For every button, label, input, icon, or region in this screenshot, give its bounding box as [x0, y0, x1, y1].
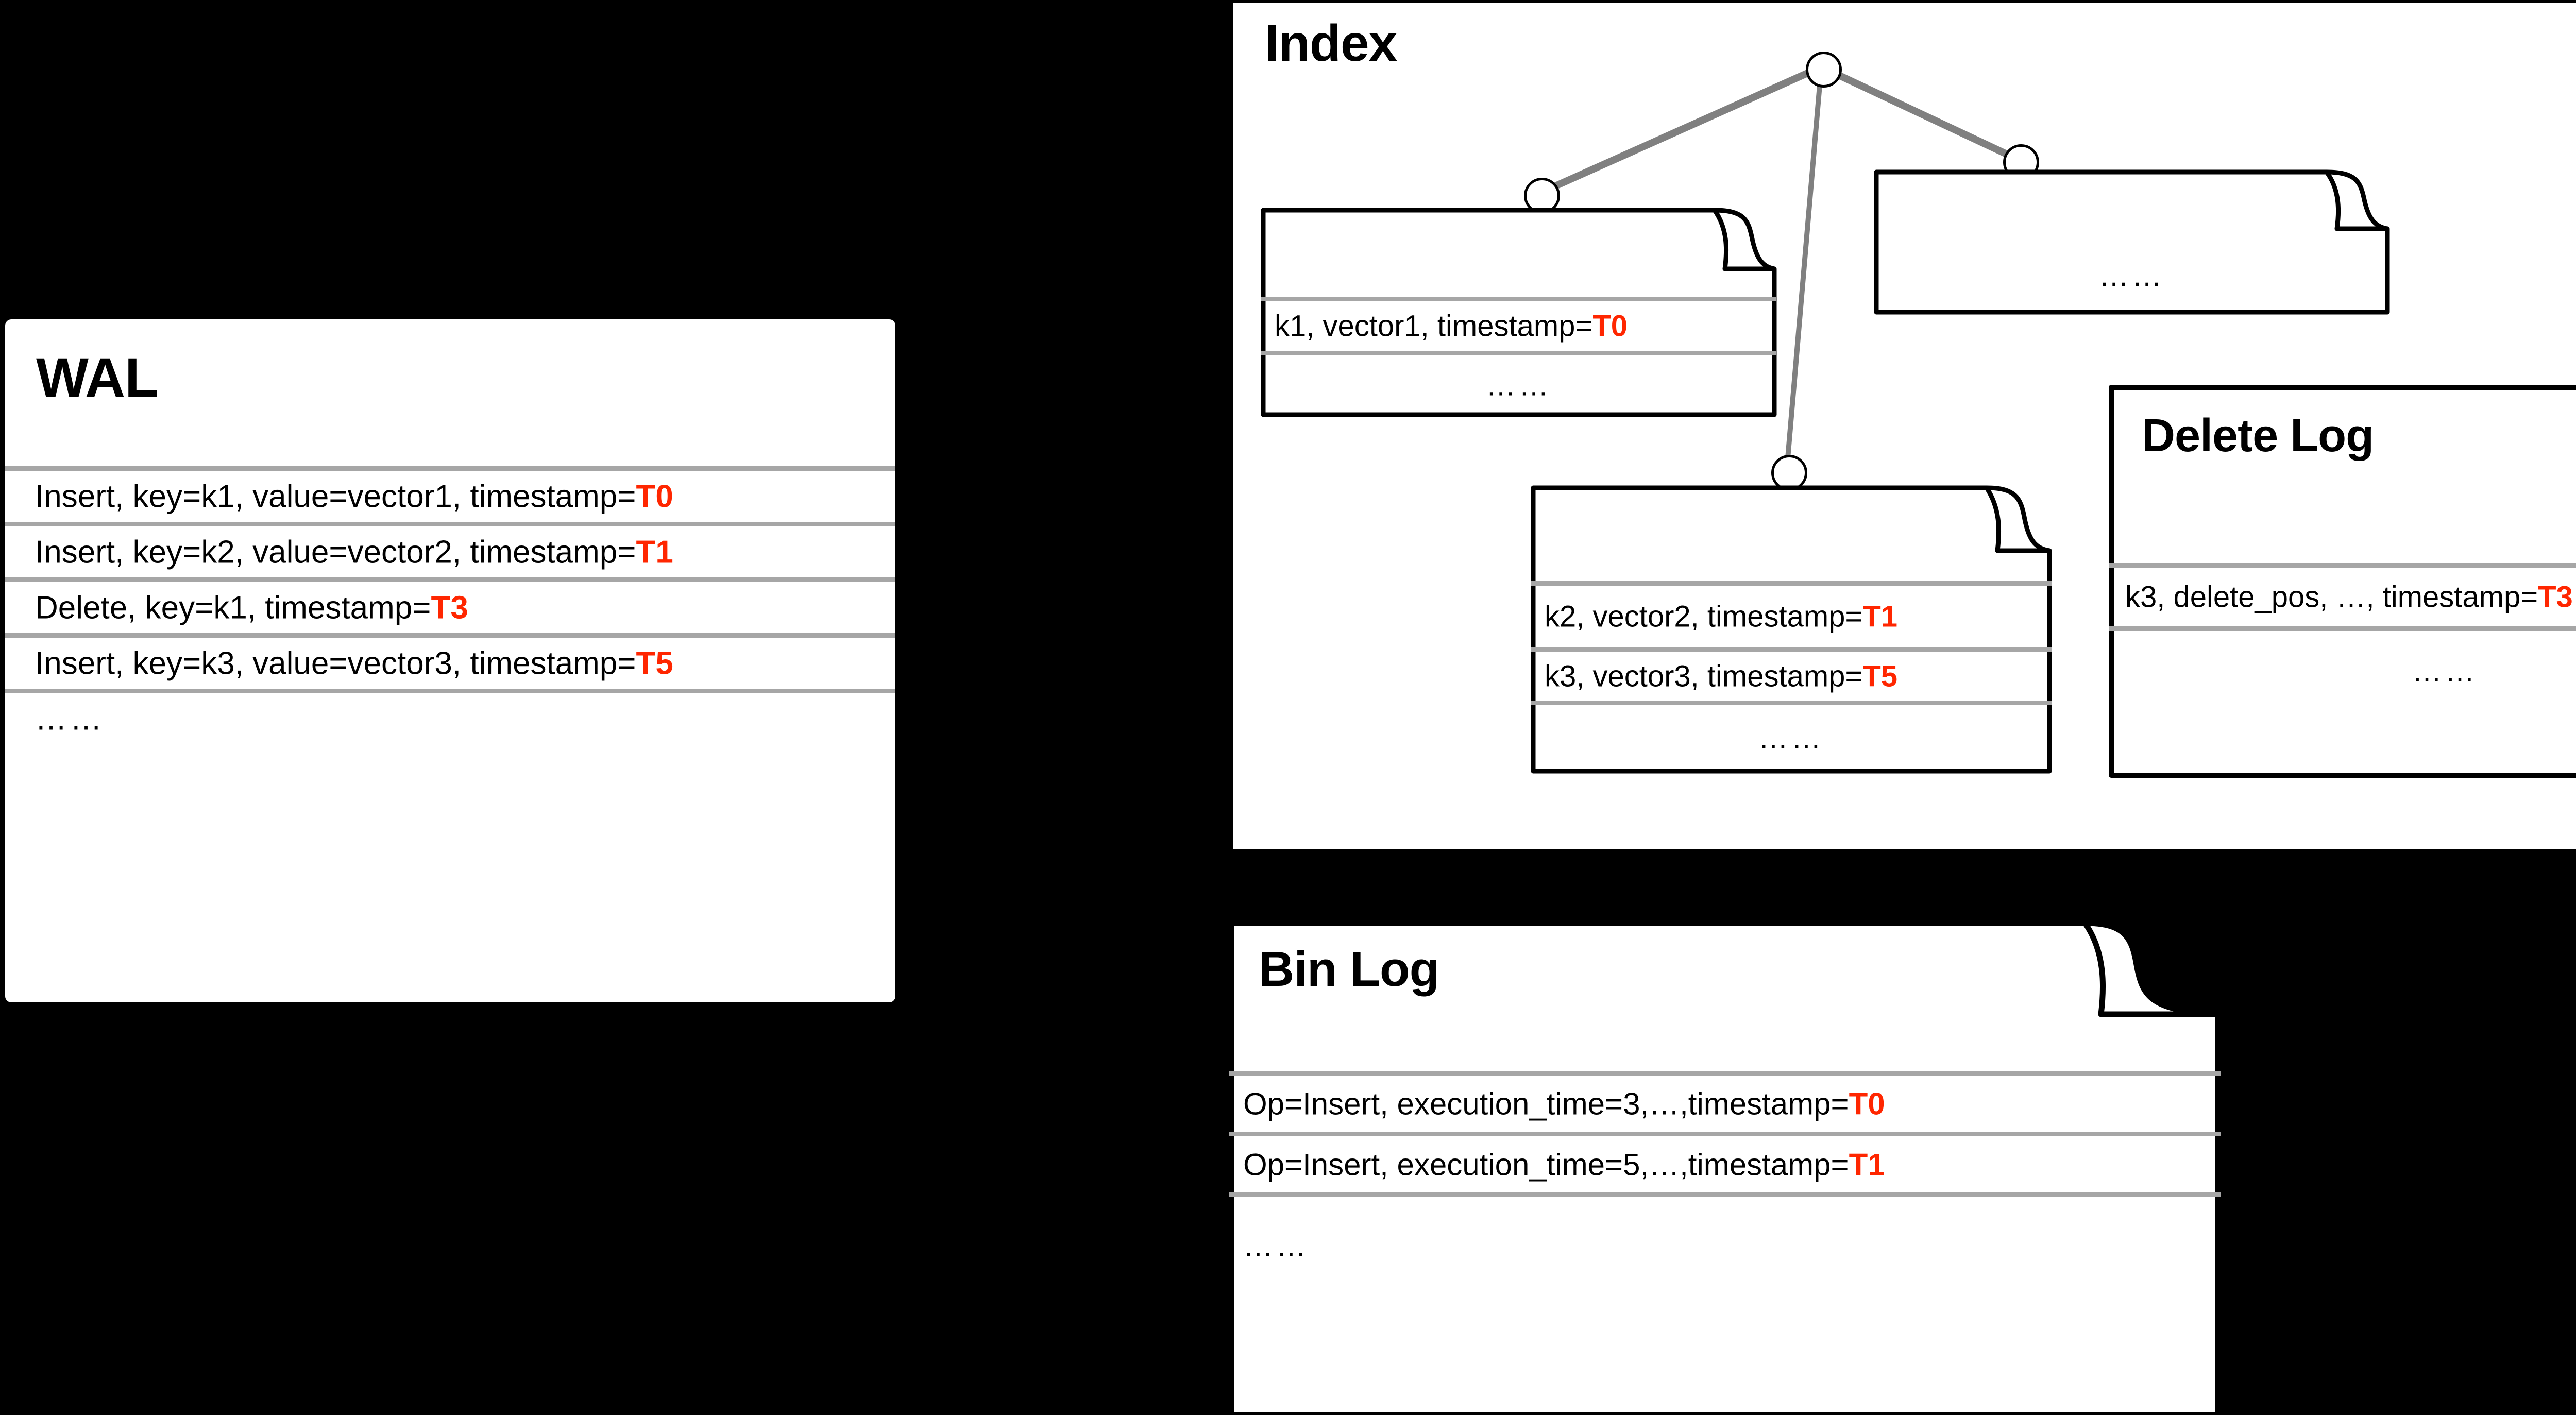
wal-title: WAL — [36, 346, 159, 408]
document-shape — [1228, 920, 2221, 1415]
index-root-node-circle — [1806, 52, 1842, 88]
document-shape — [1531, 485, 2052, 774]
index-node-row: …… — [1531, 701, 2052, 771]
delete-log-panel: Delete Log k3, delete_pos, …, timestamp=… — [2109, 385, 2576, 778]
index-title: Index — [1265, 14, 1397, 72]
index-node-placeholder: …… — [1874, 169, 2390, 315]
index-node-row-text: k2, vector2, timestamp=T1 — [1545, 600, 1897, 633]
delete-log-title: Delete Log — [2142, 410, 2374, 462]
index-node-row-text: k3, vector3, timestamp=T5 — [1545, 659, 1897, 693]
index-node-row: …… — [1261, 351, 1776, 415]
wal-row: Insert, key=k1, value=vector1, timestamp… — [5, 466, 895, 522]
document-shape — [1874, 169, 2390, 315]
wal-row-text: Insert, key=k3, value=vector3, timestamp… — [35, 645, 673, 681]
wal-row: …… — [5, 689, 895, 744]
bin-log-panel: Bin Log Op=Insert, execution_time=3,…,ti… — [1228, 920, 2221, 1415]
index-tree-edges — [1538, 63, 2020, 471]
wal-row-text: Insert, key=k2, value=vector2, timestamp… — [35, 534, 673, 570]
timestamp-value: T1 — [1862, 600, 1897, 633]
index-node-row-text: …… — [1486, 368, 1552, 402]
bin-log-row-text: Op=Insert, execution_time=3,…,timestamp=… — [1243, 1086, 1885, 1121]
index-node-row-text: …… — [1758, 721, 1824, 755]
wal-row: Insert, key=k2, value=vector2, timestamp… — [5, 522, 895, 577]
index-node-k23: k2, vector2, timestamp=T1 k3, vector3, t… — [1531, 485, 2052, 774]
timestamp-value: T0 — [1849, 1086, 1885, 1121]
timestamp-value: T3 — [2538, 580, 2573, 614]
index-k23-node-circle — [1771, 455, 1807, 491]
document-shape — [2109, 385, 2576, 778]
delete-log-row-text: k3, delete_pos, …, timestamp=T3 — [2125, 580, 2573, 614]
timestamp-value: T5 — [636, 645, 673, 681]
timestamp-value: T3 — [431, 590, 468, 625]
timestamp-value: T1 — [636, 534, 673, 570]
index-node-row-text: k1, vector1, timestamp=T0 — [1275, 309, 1628, 343]
delete-log-row: …… — [2109, 626, 2576, 775]
timestamp-value: T5 — [1862, 659, 1897, 693]
wal-row-text: Delete, key=k1, timestamp=T3 — [35, 590, 468, 625]
index-k1-node-circle — [1524, 178, 1560, 214]
bin-log-row-text: Op=Insert, execution_time=5,…,timestamp=… — [1243, 1147, 1885, 1182]
delete-log-row: k3, delete_pos, …, timestamp=T3 — [2109, 563, 2576, 626]
wal-row: Delete, key=k1, timestamp=T3 — [5, 577, 895, 633]
bin-log-row-text: …… — [1243, 1230, 1309, 1263]
bin-log-row: …… — [1229, 1192, 2221, 1415]
timestamp-value: T0 — [636, 479, 673, 514]
wal-row-text: …… — [35, 701, 105, 737]
index-node-row: k2, vector2, timestamp=T1 — [1531, 581, 2052, 647]
index-node-row: k1, vector1, timestamp=T0 — [1261, 297, 1776, 351]
wal-panel: WAL Insert, key=k1, value=vector1, times… — [5, 319, 895, 1002]
index-node-row-text: …… — [2099, 259, 2165, 293]
wal-row: Insert, key=k3, value=vector3, timestamp… — [5, 633, 895, 689]
bin-log-row: Op=Insert, execution_time=5,…,timestamp=… — [1229, 1132, 2221, 1192]
document-shape — [1261, 208, 1777, 417]
timestamp-value: T1 — [1849, 1147, 1885, 1182]
timestamp-value: T0 — [1592, 309, 1628, 343]
wal-row-text: Insert, key=k1, value=vector1, timestamp… — [35, 479, 673, 514]
bin-log-title: Bin Log — [1259, 942, 1439, 997]
index-node-k1: k1, vector1, timestamp=T0 …… — [1261, 208, 1777, 417]
delete-log-row-text: …… — [2412, 655, 2478, 688]
bin-log-row: Op=Insert, execution_time=3,…,timestamp=… — [1229, 1071, 2221, 1132]
index-node-row: k3, vector3, timestamp=T5 — [1531, 647, 2052, 701]
